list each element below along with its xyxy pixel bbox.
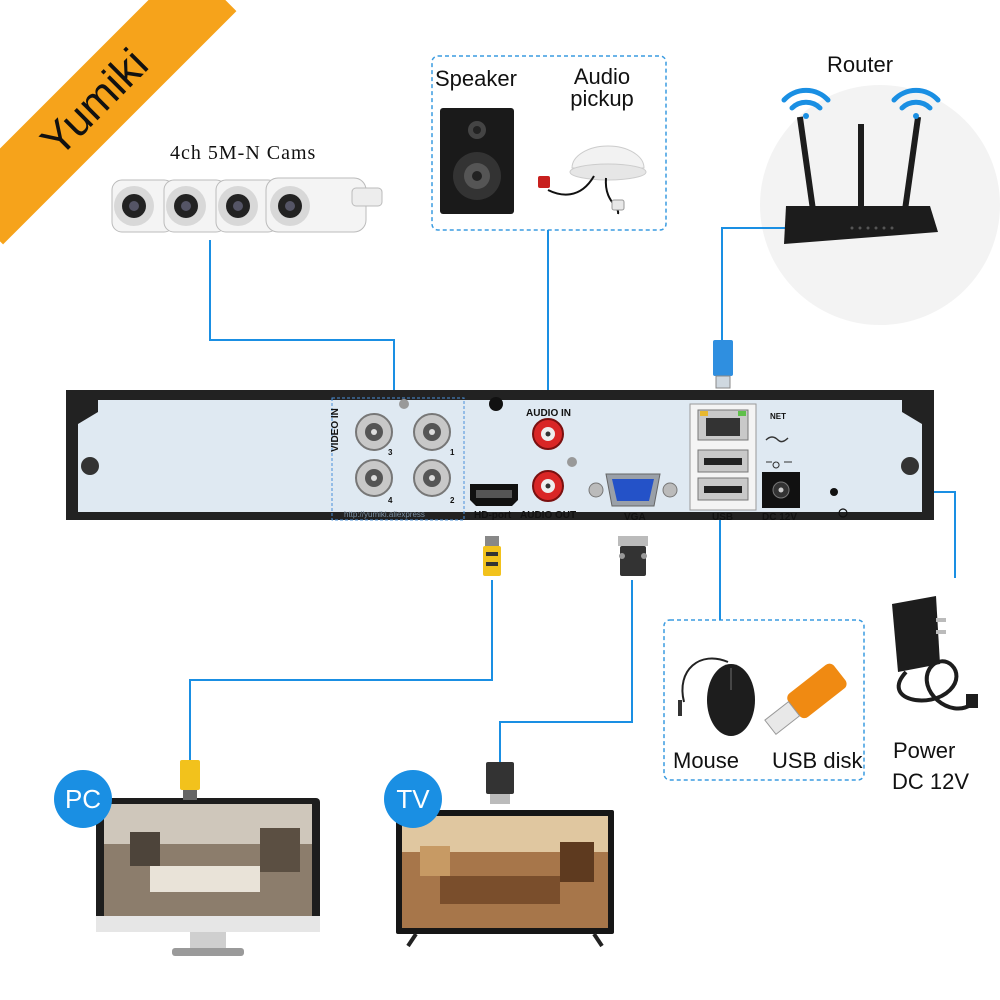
bnc-port-1[interactable] (414, 414, 450, 450)
channel-3-label: 3 (388, 448, 392, 457)
panel-screw-right (901, 457, 919, 475)
channel-4-label: 4 (388, 496, 392, 505)
audio-in-label: AUDIO IN (526, 408, 571, 419)
usb-disk-icon (761, 661, 849, 739)
panel-screw-top (489, 397, 503, 411)
power-label: Power (893, 738, 955, 764)
mouse-label: Mouse (673, 748, 739, 774)
usb-label: USB (712, 512, 733, 523)
ground-terminal (830, 488, 838, 496)
pc-hdmi-plug-icon (180, 760, 200, 800)
router-halo (760, 85, 1000, 325)
ethernet-plug-icon (713, 340, 733, 388)
ethernet-port[interactable] (698, 410, 748, 440)
audio-in-jack[interactable] (533, 419, 563, 449)
tv-badge: TV (384, 770, 442, 828)
wire-cameras (210, 240, 394, 400)
hd-port-label: HD-port (474, 510, 511, 521)
dc-label: DC 12V (762, 512, 797, 523)
net-label: NET (770, 412, 786, 421)
panel-screw-audio (567, 457, 577, 467)
power-voltage-label: DC 12V (892, 769, 969, 795)
audio-out-jack[interactable] (533, 471, 563, 501)
tv-label: TV (396, 784, 429, 814)
pc-label: PC (65, 784, 101, 814)
usb-port-upper[interactable] (698, 450, 748, 472)
usb-port-lower[interactable] (698, 478, 748, 500)
audio-pickup-icon (538, 146, 646, 214)
channel-2-label: 2 (450, 496, 454, 505)
bnc-port-4[interactable] (356, 460, 392, 496)
vga-label: VGA (624, 512, 646, 523)
cameras-label: 4ch 5M-N Cams (170, 142, 316, 165)
dvr-rear-panel (66, 390, 934, 520)
power-adapter-icon (892, 596, 978, 709)
video-in-label: VIDEO IN (330, 408, 341, 452)
watermark-url: http://yumiki.aliexpress (344, 510, 425, 519)
camera-4 (266, 178, 382, 232)
channel-1-label: 1 (450, 448, 454, 457)
vga-cable-icon (618, 536, 648, 576)
hdmi-cable-icon (483, 536, 501, 576)
wire-tv (500, 580, 632, 762)
audio-out-label: AUDIO OUT (520, 510, 576, 521)
wire-pc (190, 580, 492, 760)
tv-icon (396, 810, 614, 946)
speaker-label: Speaker (435, 66, 517, 92)
hdmi-port[interactable] (470, 484, 518, 506)
bnc-port-3[interactable] (356, 414, 392, 450)
mouse-icon (680, 658, 755, 736)
usb-disk-label: USB disk (772, 748, 862, 774)
panel-screw-left (81, 457, 99, 475)
pc-monitor-icon (96, 798, 320, 956)
pc-badge: PC (54, 770, 112, 828)
camera-group (112, 178, 382, 232)
speaker-icon (440, 108, 514, 214)
bnc-port-2[interactable] (414, 460, 450, 496)
audio-pickup-label: Audio pickup (566, 66, 638, 110)
router-label: Router (827, 52, 893, 78)
dc-power-jack[interactable] (762, 472, 800, 508)
tv-vga-plug-icon (486, 762, 514, 804)
panel-screw-bnc (399, 399, 409, 409)
